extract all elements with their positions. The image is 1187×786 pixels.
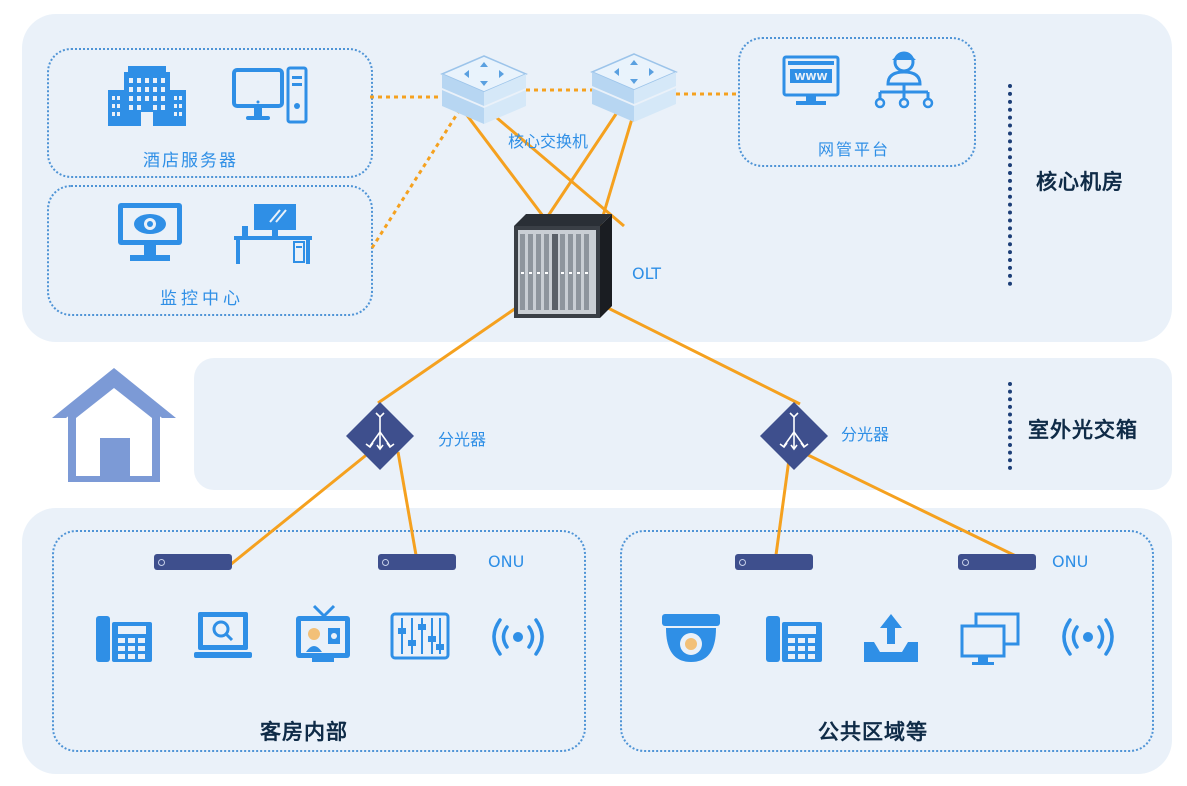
link-switch1-olt-b	[489, 110, 625, 228]
www-monitor-icon: WWW	[782, 55, 842, 113]
mixer-icon	[390, 612, 452, 666]
splitter-right-icon	[758, 400, 830, 476]
desk-phone-icon	[764, 612, 824, 668]
hotel-server-label: 酒店服务器	[143, 151, 238, 171]
outdoor-box-divider	[1008, 382, 1012, 470]
link-splitter-onu1	[229, 450, 371, 567]
guest-room-zone-label: 客房内部	[260, 720, 348, 744]
wifi-public-icon	[1058, 614, 1118, 664]
hotel-server-box	[47, 48, 373, 178]
tv-icon	[294, 604, 354, 670]
link-switch1-olt-a	[458, 105, 554, 229]
splitter-left-icon	[344, 400, 416, 476]
monitor-center-label: 监控中心	[160, 289, 244, 309]
camera-icon	[660, 612, 724, 670]
guest-room-box	[52, 530, 586, 752]
core-room-zone-label: 核心机房	[1036, 170, 1124, 194]
computer-search-icon	[194, 610, 254, 666]
link-switch2-olt-a	[538, 107, 622, 229]
core-switch-label: 核心交换机	[508, 132, 589, 151]
nms-label: 网管平台	[818, 140, 891, 159]
public-area-zone-label: 公共区域等	[818, 720, 928, 744]
nms-box	[738, 37, 976, 167]
svg-text:WWW: WWW	[794, 72, 827, 83]
upload-tray-icon	[860, 610, 922, 670]
onu-public-1	[735, 554, 813, 570]
core-switch-1-icon	[440, 54, 528, 132]
house-icon	[50, 366, 178, 488]
link-olt-splitter-left	[377, 306, 517, 405]
eye-monitor-icon	[116, 201, 186, 273]
public-area-box	[620, 530, 1154, 752]
wifi-icon	[488, 614, 548, 664]
onu-public-2	[958, 554, 1036, 570]
onu-public-label: ONU	[1052, 552, 1089, 571]
workstation-desk-icon	[232, 200, 314, 270]
admin-org-icon	[870, 50, 938, 114]
onu-guest-2	[378, 554, 456, 570]
splitter-left-label: 分光器	[438, 430, 487, 449]
splitter-right-label: 分光器	[841, 425, 890, 444]
multi-screen-icon	[960, 612, 1022, 670]
link-splitter-onu4	[807, 453, 1025, 562]
phone-icon	[94, 612, 154, 668]
core-switch-2-icon	[590, 52, 678, 130]
onu-guest-label: ONU	[488, 552, 525, 571]
monitor-center-box	[47, 185, 373, 316]
link-splitter-onu3	[774, 451, 792, 556]
olt-label: OLT	[632, 264, 662, 283]
desktop-computer-icon	[232, 66, 312, 132]
link-splitter-onu2	[396, 451, 418, 556]
outdoor-box-zone-label: 室外光交箱	[1028, 418, 1138, 442]
olt-chassis-icon	[512, 212, 614, 324]
building-icon	[106, 64, 188, 132]
link-olt-splitter-right	[603, 304, 801, 406]
core-room-divider	[1008, 84, 1012, 286]
onu-guest-1	[154, 554, 232, 570]
link-switch2-olt-b	[598, 111, 636, 227]
